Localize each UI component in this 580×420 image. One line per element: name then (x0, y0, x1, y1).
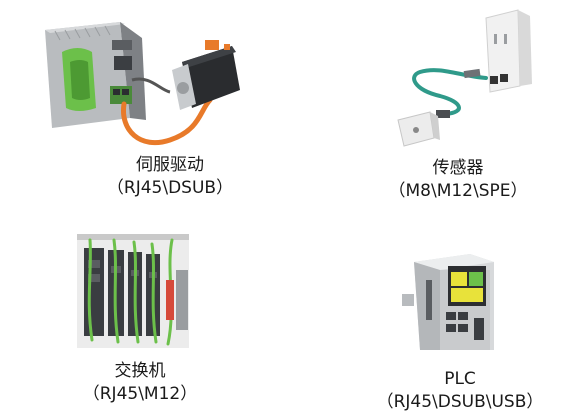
product-name: PLC (444, 369, 476, 389)
product-interfaces: （M8\M12\SPE） (388, 181, 528, 201)
product-name: 传感器 (432, 158, 484, 178)
plc-image (402, 254, 494, 350)
product-interfaces: （RJ45\M12） (82, 384, 198, 404)
switch-caption: 交换机 （RJ45\M12） (40, 360, 240, 406)
product-interfaces: （RJ45\DSUB） (106, 178, 234, 198)
sensor-caption: 传感器 （M8\M12\SPE） (358, 157, 558, 203)
switch-image (77, 234, 189, 348)
switch-tile: 交换机 （RJ45\M12） (0, 210, 290, 420)
servo-drive-tile: 伺服驱动 （RJ45\DSUB） (0, 0, 290, 210)
plc-caption: PLC （RJ45\DSUB\USB） (360, 368, 560, 414)
product-name: 伺服驱动 (136, 155, 204, 175)
product-interfaces: （RJ45\DSUB\USB） (376, 392, 544, 412)
plc-tile: PLC （RJ45\DSUB\USB） (290, 210, 580, 420)
product-name: 交换机 (114, 361, 166, 381)
sensor-tile: 传感器 （M8\M12\SPE） (290, 0, 580, 210)
sensor-image (397, 9, 532, 147)
servo-drive-image (45, 22, 240, 146)
servo-drive-caption: 伺服驱动 （RJ45\DSUB） (70, 154, 270, 200)
